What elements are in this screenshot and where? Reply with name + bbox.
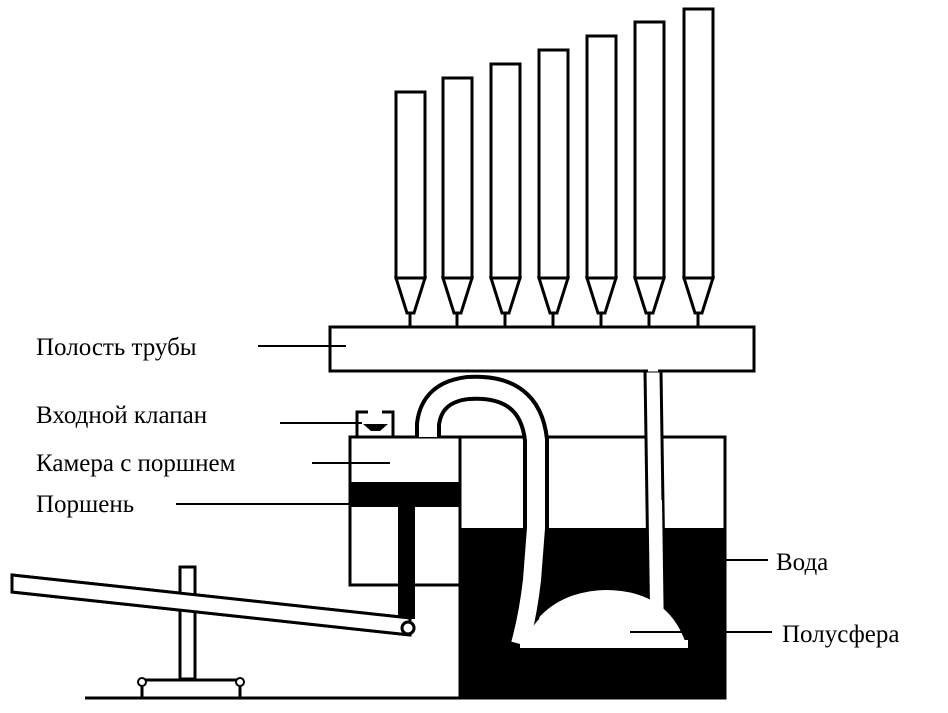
label-pipe-cavity: Полость трубы	[36, 334, 197, 361]
organ-pipe	[536, 48, 571, 327]
label-hemisphere: Полусфера	[782, 621, 900, 648]
fulcrum	[137, 565, 245, 698]
connecting-tube	[415, 374, 549, 648]
label-water: Вода	[776, 549, 828, 576]
organ-pipe	[488, 62, 523, 327]
label-piston-chamber: Камера с поршнем	[36, 450, 236, 477]
piston-head	[350, 482, 460, 507]
organ-pipe	[393, 90, 428, 327]
organ-pipe	[632, 20, 667, 327]
organ-pipe	[440, 76, 475, 327]
pipe-cavity	[328, 325, 756, 373]
organ-pipe	[681, 7, 716, 327]
label-inlet-valve: Входной клапан	[36, 402, 207, 429]
organ-pipe	[584, 34, 619, 327]
piston-rod	[398, 507, 415, 619]
label-piston: Поршень	[36, 491, 134, 518]
organ-pipes	[393, 7, 716, 327]
inlet-valve-shape	[355, 410, 395, 439]
